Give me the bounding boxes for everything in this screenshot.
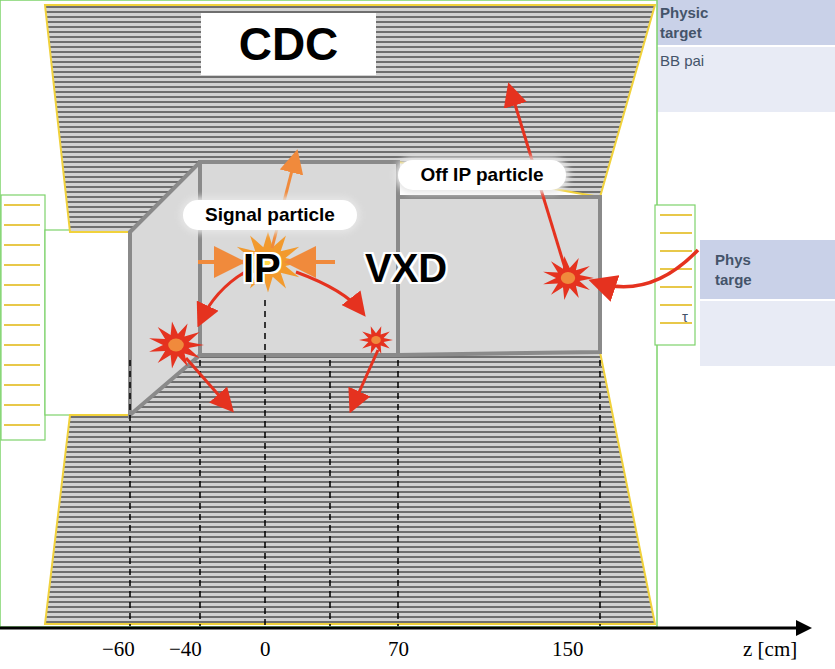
table-header: Physic target	[660, 3, 740, 43]
axis-tick: −40	[169, 637, 202, 662]
table-cell: τ	[682, 308, 688, 325]
axis-tick: 150	[552, 637, 584, 662]
axis-title: z [cm]	[743, 637, 797, 662]
detector-label-box: CDC	[201, 13, 376, 75]
off-ip-particle-pill: Off IP particle	[398, 160, 566, 190]
table-cell: BB pai	[660, 52, 704, 69]
node-text: Off IP particle	[420, 164, 543, 186]
axis-tick: 0	[260, 637, 271, 662]
axis-tick: −60	[102, 637, 135, 662]
node-text: Signal particle	[205, 204, 335, 226]
axis-tick: 70	[388, 637, 409, 662]
node-text: CDC	[239, 17, 339, 71]
ip-label: IP	[243, 246, 281, 291]
signal-particle-pill: Signal particle	[183, 200, 357, 230]
vxd-label: VXD	[365, 246, 447, 291]
table-header: Phys targe	[715, 250, 775, 290]
